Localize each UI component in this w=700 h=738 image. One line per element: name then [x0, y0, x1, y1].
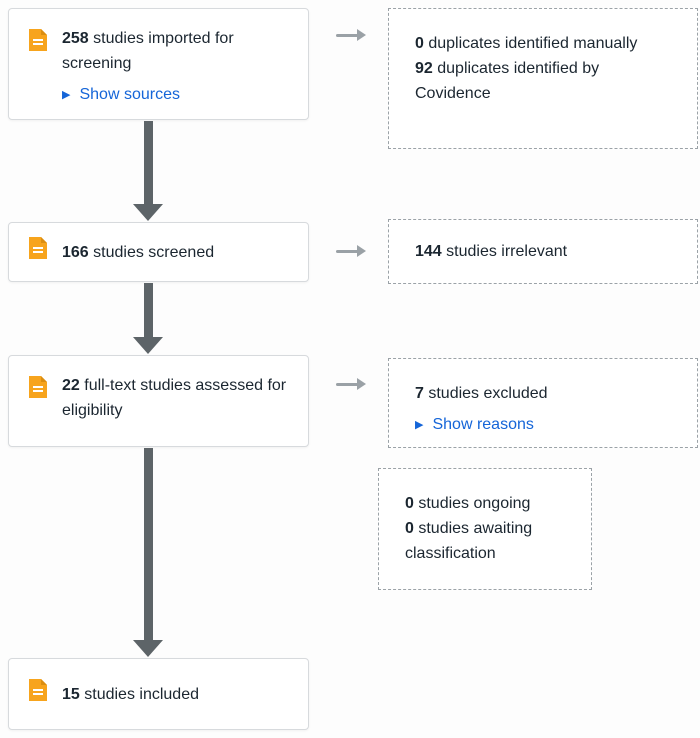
down-arrow — [133, 448, 163, 657]
count: 0 — [415, 35, 424, 52]
show-reasons-link[interactable]: ▶ Show reasons — [415, 412, 671, 437]
awaiting-line: 0 studies awaiting classification — [405, 516, 565, 566]
show-sources-label: Show sources — [79, 86, 180, 103]
irrelevant-line: 144 studies irrelevant — [415, 239, 567, 264]
duplicates-line-manual: 0 duplicates identified manually — [415, 31, 671, 56]
right-arrow — [336, 28, 366, 42]
down-arrow — [133, 283, 163, 354]
document-icon — [27, 678, 48, 710]
label: duplicates identified by Covidence — [415, 60, 600, 102]
flow-node-imported: 258 studies imported for screening ▶ Sho… — [8, 8, 309, 120]
count: 7 — [415, 385, 424, 402]
node-body: 258 studies imported for screening ▶ Sho… — [62, 26, 290, 103]
node-text: 258 studies imported for screening — [62, 26, 290, 76]
label: duplicates identified manually — [423, 35, 638, 52]
document-icon — [27, 375, 48, 429]
document-icon — [27, 28, 48, 102]
node-text: 22 full-text studies assessed for eligib… — [62, 373, 290, 429]
count: 0 — [405, 495, 414, 512]
excluded-line: 7 studies excluded — [415, 381, 671, 406]
study-label: studies included — [79, 685, 199, 703]
document-icon — [27, 236, 48, 268]
play-icon: ▶ — [62, 89, 71, 101]
ongoing-line: 0 studies ongoing — [405, 491, 565, 516]
count: 0 — [405, 520, 414, 537]
label: studies awaiting classification — [405, 520, 533, 562]
show-reasons-label: Show reasons — [432, 416, 534, 433]
node-text: 166 studies screened — [62, 240, 214, 265]
flow-node-screened: 166 studies screened — [8, 222, 309, 282]
study-label: studies imported for screening — [62, 30, 234, 72]
study-label: full-text studies assessed for eligibili… — [62, 377, 287, 419]
down-arrow — [133, 121, 163, 221]
label: studies irrelevant — [441, 243, 568, 260]
study-count: 166 — [62, 243, 89, 261]
show-sources-link[interactable]: ▶ Show sources — [62, 82, 290, 107]
dashed-node-duplicates: 0 duplicates identified manually 92 dupl… — [388, 8, 698, 149]
right-arrow — [336, 377, 366, 391]
dashed-node-ongoing: 0 studies ongoing 0 studies awaiting cla… — [378, 468, 592, 590]
flow-node-included: 15 studies included — [8, 658, 309, 730]
count: 144 — [415, 243, 442, 260]
flow-node-fulltext: 22 full-text studies assessed for eligib… — [8, 355, 309, 447]
right-arrow — [336, 244, 366, 258]
duplicates-line-covidence: 92 duplicates identified by Covidence — [415, 56, 671, 106]
dashed-node-irrelevant: 144 studies irrelevant — [388, 219, 698, 284]
node-text: 15 studies included — [62, 682, 199, 707]
dashed-node-excluded: 7 studies excluded ▶ Show reasons — [388, 358, 698, 448]
study-count: 15 — [62, 685, 80, 703]
label: studies ongoing — [413, 495, 531, 512]
label: studies excluded — [423, 385, 548, 402]
study-label: studies screened — [88, 243, 215, 261]
study-count: 258 — [62, 30, 89, 47]
play-icon: ▶ — [415, 419, 424, 431]
count: 92 — [415, 60, 433, 77]
study-count: 22 — [62, 377, 80, 394]
